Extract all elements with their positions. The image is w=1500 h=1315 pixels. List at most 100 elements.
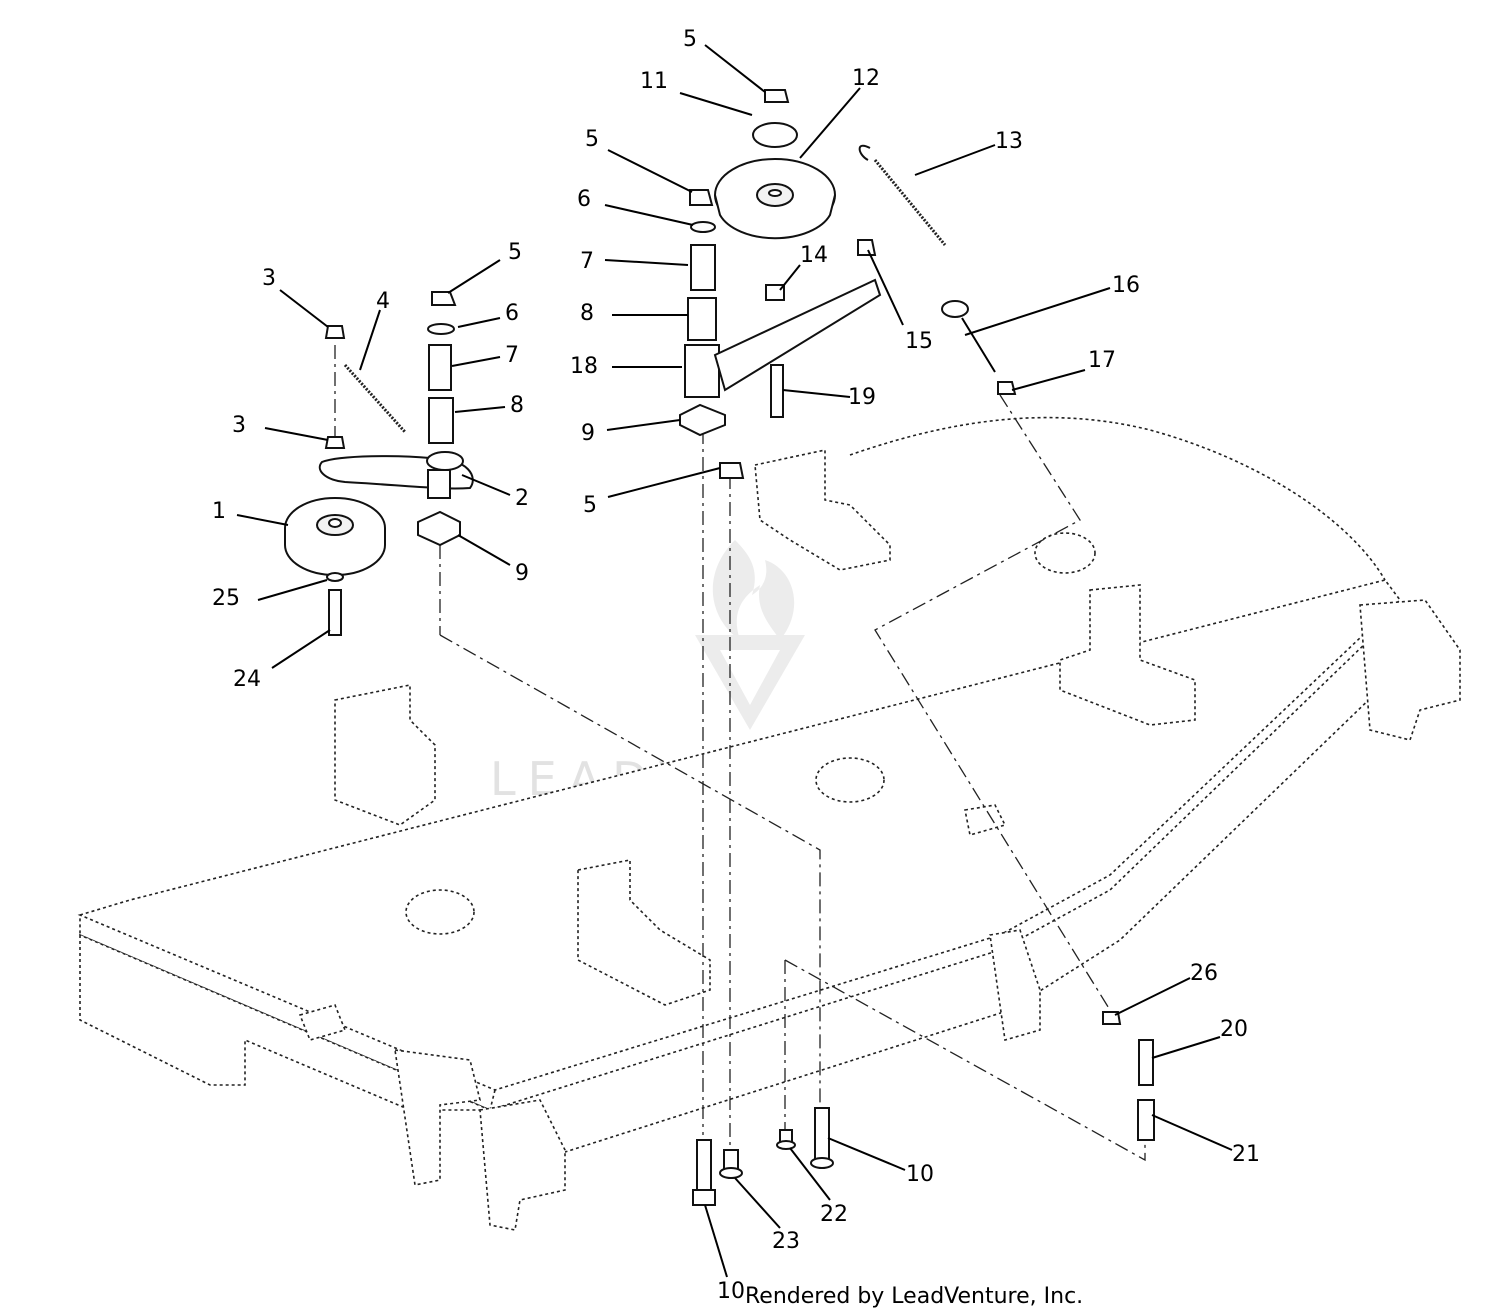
callout-label: 22: [820, 1202, 848, 1227]
callout-label: 4: [376, 289, 390, 314]
deck-front-edge: [79, 915, 496, 1112]
callout-labels: 5 11 12 13 5 6 7 8 18 9 5 14 15 16 17 19…: [212, 27, 1260, 1304]
bolt-stop: [1138, 1039, 1154, 1086]
leader-lines: [236, 44, 1233, 1278]
callout-label: 9: [581, 421, 595, 446]
nut-spring-lower: [324, 436, 346, 449]
idler-spring-left: [343, 363, 407, 434]
callout-label: 20: [1220, 1017, 1248, 1042]
callout-label: 2: [515, 486, 529, 511]
deck-left-hanger: [394, 1049, 481, 1186]
callout-label: 7: [505, 343, 519, 368]
deck-front-hanger: [479, 1099, 566, 1231]
watermark-flame-icon: [712, 540, 795, 640]
deck-right-rail: [488, 608, 1411, 1161]
lower-hardware: [692, 1011, 1155, 1206]
nut-spring-upper: [324, 325, 346, 339]
callout-label: 9: [515, 561, 529, 586]
nut-top-left: [431, 291, 457, 306]
callout-label: 14: [800, 243, 828, 268]
callout-label: 19: [848, 385, 876, 410]
callout-label: 6: [505, 301, 519, 326]
nut-deck-center: [719, 462, 745, 479]
callout-label: 13: [995, 129, 1023, 154]
washer-large-top: [752, 122, 798, 148]
idler-arm-pivot: [426, 451, 464, 471]
eyebolt-shank: [961, 317, 996, 373]
spacer-plate-center: [679, 403, 726, 437]
deck-right-bracket: [1359, 599, 1461, 741]
pivot-tube-center: [684, 344, 720, 398]
callout-label: 8: [510, 393, 524, 418]
spindle-opening-center: [815, 757, 885, 803]
callout-label: 24: [233, 667, 261, 692]
callout-label: 5: [508, 240, 522, 265]
nut-center-left: [689, 189, 714, 206]
callout-label: 1: [212, 499, 226, 524]
bolt-shank-left: [328, 589, 342, 636]
left-idler-assembly: [284, 291, 474, 636]
idler-bracket-center: [713, 278, 882, 392]
nut-top-center: [764, 89, 790, 103]
callout-label: 5: [683, 27, 697, 52]
spacer-plate-left: [417, 510, 461, 547]
deck-slot: [298, 1004, 347, 1041]
callout-label: 12: [852, 66, 880, 91]
callout-label: 7: [580, 249, 594, 274]
axis-spring-anchor: [874, 394, 1111, 1011]
callout-label: 16: [1112, 273, 1140, 298]
callout-label: 25: [212, 586, 240, 611]
callout-label: 15: [905, 329, 933, 354]
pivot-bolt-center: [770, 364, 784, 418]
right-spring-assembly: [858, 144, 1017, 395]
callout-label: 10: [717, 1279, 745, 1304]
bushing-lower-left: [428, 397, 454, 444]
bushing-lower-center: [687, 297, 717, 341]
deck-front-bracket: [989, 929, 1041, 1042]
idler-spring-right: [873, 159, 947, 246]
callout-label: 26: [1190, 961, 1218, 986]
callout-label: 5: [583, 493, 597, 518]
bolt-lower-left: [696, 1139, 712, 1191]
bushing-upper-left: [428, 344, 452, 391]
bushing-upper-center: [690, 244, 716, 291]
axis-deck-drop: [439, 634, 821, 1105]
callout-label: 3: [262, 266, 276, 291]
stop-bolt-head: [857, 239, 877, 256]
idler-arm-boss: [427, 469, 451, 499]
assembly-axes: [334, 345, 1146, 1162]
callout-label: 21: [1232, 1142, 1260, 1167]
callout-label: 17: [1088, 348, 1116, 373]
idler-pulley-center-side: [714, 194, 836, 240]
deck-clip: [964, 804, 1007, 837]
spacer-stop: [1137, 1099, 1155, 1141]
spindle-mount-center: [577, 859, 711, 1006]
spindle-mount-left: [334, 684, 436, 826]
deck-left-skirt: [79, 933, 491, 1111]
washer-bottom-left: [326, 572, 344, 582]
center-idler-assembly: [679, 89, 882, 479]
render-credit: Rendered by LeadVenture, Inc.: [745, 1284, 1083, 1309]
callout-label: 11: [640, 69, 668, 94]
watermark-v-icon: [695, 635, 805, 730]
bolt-lower-right: [814, 1107, 830, 1164]
spacer-center: [765, 284, 785, 301]
spindle-mount-right: [1059, 584, 1196, 726]
deck-top-plate: [77, 579, 1402, 1091]
deck-discharge-curve: [849, 416, 1386, 581]
washer-center: [690, 221, 716, 233]
spindle-mount-rear: [754, 449, 891, 571]
spindle-opening-right: [1034, 532, 1096, 574]
callout-label: 5: [585, 127, 599, 152]
eyebolt-head: [941, 300, 969, 318]
spindle-opening-left: [405, 889, 475, 935]
washer-left: [427, 323, 455, 335]
callout-label: 6: [577, 187, 591, 212]
mower-deck: [77, 416, 1461, 1231]
callout-label: 10: [906, 1162, 934, 1187]
callout-label: 3: [232, 413, 246, 438]
callout-label: 23: [772, 1229, 800, 1254]
callout-label: 8: [580, 301, 594, 326]
callout-label: 18: [570, 354, 598, 379]
